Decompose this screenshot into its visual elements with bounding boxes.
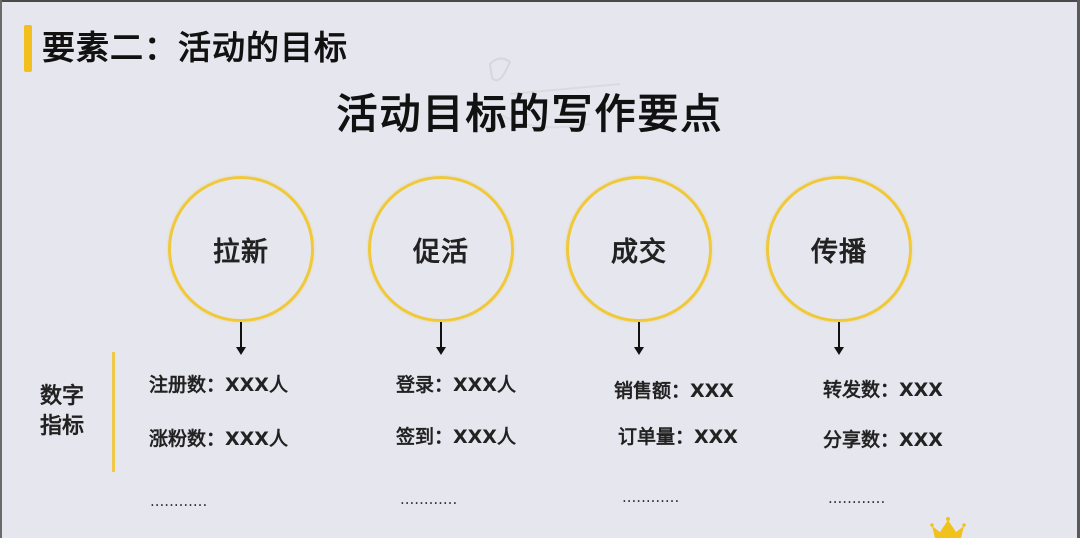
- crown-icon: [930, 517, 966, 538]
- frame-right-border: [1077, 0, 1080, 538]
- frame-top-border: [0, 0, 1080, 2]
- metric-category-line1: 数字: [40, 384, 85, 409]
- goal-label: 促活: [413, 236, 469, 268]
- metric-category-label: 数字 指标: [40, 382, 96, 442]
- metric-item: 涨粉数：XXX人: [149, 428, 288, 450]
- section-title: 要素二：活动的目标: [42, 28, 348, 67]
- goal-label: 传播: [811, 236, 867, 268]
- arrow-down-icon: [436, 322, 446, 355]
- goal-conversion: 成交: [566, 176, 712, 355]
- goal-circle: 传播: [766, 176, 912, 322]
- metric-category-line2: 指标: [40, 414, 85, 439]
- goal-activation: 促活: [368, 176, 514, 355]
- metric-item: 签到：XXX人: [396, 426, 516, 448]
- metric-ellipsis: ............: [828, 489, 886, 507]
- goal-circle: 拉新: [168, 176, 314, 322]
- metric-item: 转发数：XXX: [823, 379, 943, 401]
- goal-circle: 促活: [368, 176, 514, 322]
- arrow-down-icon: [634, 322, 644, 355]
- goal-spread: 传播: [766, 176, 912, 355]
- metric-ellipsis: ............: [622, 488, 680, 506]
- goal-label: 成交: [611, 236, 667, 268]
- frame-left-border: [0, 0, 2, 538]
- metric-divider: [112, 352, 115, 472]
- metric-ellipsis: ............: [400, 490, 458, 508]
- arrow-down-icon: [834, 322, 844, 355]
- main-title: 活动目标的写作要点: [336, 90, 724, 138]
- goal-circle: 成交: [566, 176, 712, 322]
- metric-item: 注册数：XXX人: [149, 374, 288, 396]
- arrow-down-icon: [236, 322, 246, 355]
- section-accent-bar: [24, 25, 32, 72]
- metric-item: 订单量：XXX: [618, 426, 738, 448]
- goal-lanew: 拉新: [168, 176, 314, 355]
- metric-item: 登录：XXX人: [396, 374, 516, 396]
- goal-label: 拉新: [213, 236, 269, 268]
- watermark-logo-icon: [488, 57, 621, 129]
- metric-item: 分享数：XXX: [823, 429, 943, 451]
- metric-item: 销售额：XXX: [614, 380, 734, 402]
- metric-ellipsis: ............: [150, 492, 208, 510]
